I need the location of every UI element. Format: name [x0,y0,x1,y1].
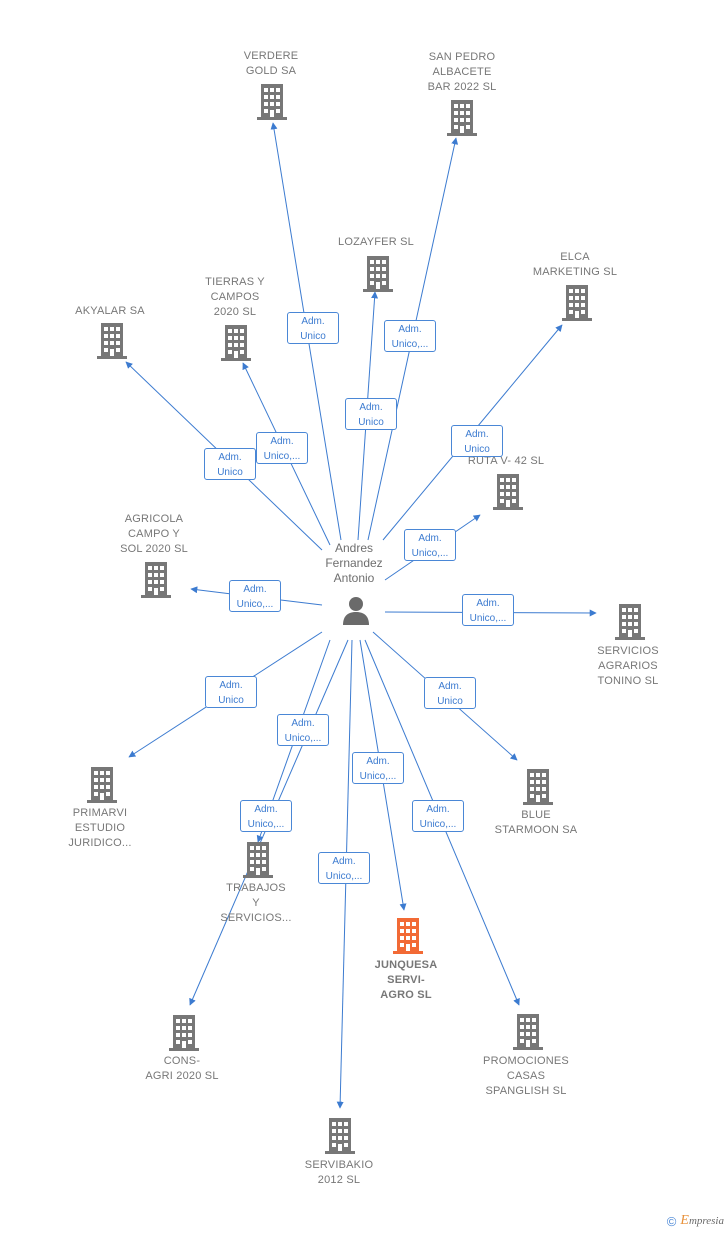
node-label-elca[interactable]: ELCA MARKETING SL [532,251,618,278]
relation-label[interactable]: Adm. Unico,... [462,594,514,626]
building-icon-junquesa[interactable] [393,918,423,954]
relation-label[interactable]: Adm. Unico,... [229,580,281,612]
building-icon-servibakio[interactable] [325,1118,355,1154]
relation-label[interactable]: Adm. Unico [451,425,503,457]
relation-label[interactable]: Adm. Unico,... [412,800,464,832]
node-label-agricola[interactable]: AGRICOLA CAMPO Y SOL 2020 SL [120,513,188,555]
person-icon[interactable] [341,595,371,625]
building-icon-agricola[interactable] [141,562,171,598]
building-icon-promociones[interactable] [513,1014,543,1050]
relation-label[interactable]: Adm. Unico [205,676,257,708]
building-icon-trabajos[interactable] [243,842,273,878]
node-label-trabajos[interactable]: TRABAJOS Y SERVICIOS... [220,882,292,924]
node-label-servibakio[interactable]: SERVIBAKIO 2012 SL [304,1159,374,1186]
building-icon-sanpedro[interactable] [447,100,477,136]
relation-label[interactable]: Adm. Unico,... [256,432,308,464]
relation-label[interactable]: Adm. Unico,... [240,800,292,832]
node-label-primarvi[interactable]: PRIMARVI ESTUDIO JURIDICO... [68,807,132,849]
building-icon-akyalar[interactable] [97,323,127,359]
node-label-tierras[interactable]: TIERRAS Y CAMPOS 2020 SL [205,276,265,318]
relation-label[interactable]: Adm. Unico [287,312,339,344]
brand-logo[interactable]: Empresia [680,1213,724,1228]
node-label-servicios[interactable]: SERVICIOS AGRARIOS TONINO SL [597,645,659,687]
node-label-sanpedro[interactable]: SAN PEDRO ALBACETE BAR 2022 SL [427,51,497,93]
node-label-blue[interactable]: BLUE STARMOON SA [494,809,578,836]
copyright-icon: © [666,1213,677,1229]
building-icon-tierras[interactable] [221,325,251,361]
relation-label[interactable]: Adm. Unico [204,448,256,480]
relation-label[interactable]: Adm. Unico,... [404,529,456,561]
node-label-junquesa[interactable]: JUNQUESA SERVI- AGRO SL [374,959,438,1001]
building-icon-verdere[interactable] [257,84,287,120]
node-label-ruta[interactable]: RUTA V- 42 SL [467,455,545,467]
relation-label[interactable]: Adm. Unico,... [352,752,404,784]
center-person-label: Andres Fernandez Antonio [325,541,383,585]
node-label-akyalar[interactable]: AKYALAR SA [75,305,145,317]
building-icon-blue[interactable] [523,769,553,805]
node-label-cons[interactable]: CONS- AGRI 2020 SL [145,1055,219,1082]
node-label-lozayfer[interactable]: LOZAYFER SL [338,236,414,248]
footer-brand: © Empresia [667,1213,724,1229]
node-label-verdere[interactable]: VERDERE GOLD SA [243,50,299,77]
building-icon-primarvi[interactable] [87,767,117,803]
building-icon-cons[interactable] [169,1015,199,1051]
relation-label[interactable]: Adm. Unico,... [318,852,370,884]
building-icon-ruta[interactable] [493,474,523,510]
node-label-promociones[interactable]: PROMOCIONES CASAS SPANGLISH SL [483,1055,569,1097]
relation-label[interactable]: Adm. Unico,... [384,320,436,352]
building-icon-servicios[interactable] [615,604,645,640]
relation-label[interactable]: Adm. Unico,... [277,714,329,746]
building-icon-lozayfer[interactable] [363,256,393,292]
relation-label[interactable]: Adm. Unico [345,398,397,430]
building-icon-elca[interactable] [562,285,592,321]
relation-label[interactable]: Adm. Unico [424,677,476,709]
